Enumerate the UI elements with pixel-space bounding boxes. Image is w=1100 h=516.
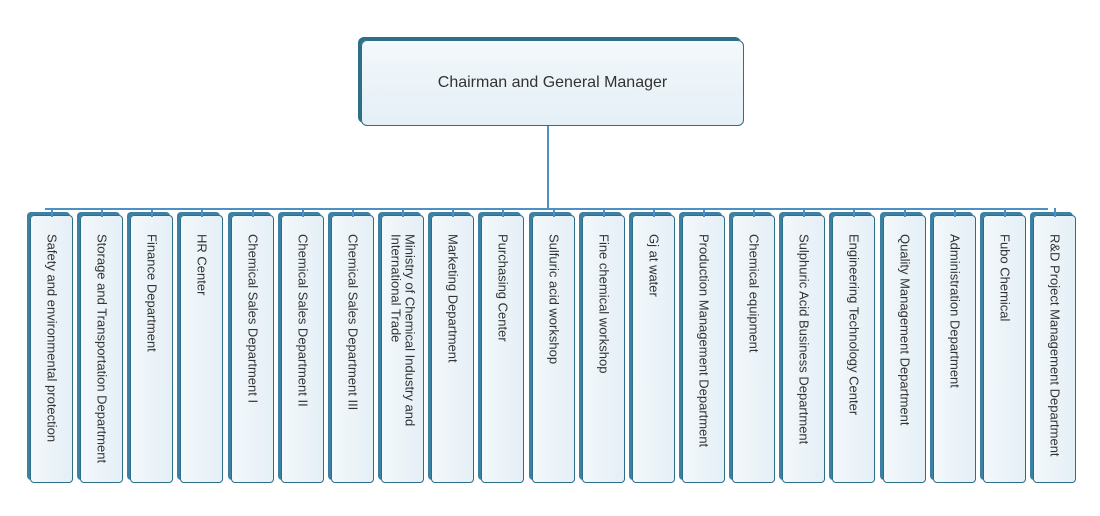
department-label: HR Center [194,234,210,296]
root-node-label: Chairman and General Manager [437,74,668,91]
department-node[interactable]: Purchasing Center [481,215,524,483]
department-connector [603,208,605,217]
department-node[interactable]: Fubo Chemical [983,215,1026,483]
department-connector [1054,208,1056,217]
department-connector [502,208,504,217]
department-node[interactable]: Gj at water [632,215,675,483]
department-node[interactable]: Chemical equipment [732,215,775,483]
department-node[interactable]: R&D Project Management Department [1033,215,1076,483]
department-node[interactable]: Sulphuric Acid Business Department [782,215,825,483]
department-label: Gj at water [646,234,662,297]
department-connector [1004,208,1006,217]
department-node[interactable]: Storage and Transportation Department [80,215,123,483]
department-connector [653,208,655,217]
department-label: Chemical Sales Department I [245,234,261,404]
department-node[interactable]: Production Management Department [682,215,725,483]
department-connector [352,208,354,217]
department-label: Sulphuric Acid Business Department [796,234,812,445]
department-connector [302,208,304,217]
department-node[interactable]: Ministry of Chemical Industry and Intern… [381,215,424,483]
department-label: Administration Department [947,234,963,388]
department-connector [51,208,53,217]
department-node[interactable]: Chemical Sales Department I [231,215,274,483]
department-connector [201,208,203,217]
department-connector [753,208,755,217]
department-connector [151,208,153,217]
department-connector [553,208,555,217]
root-node[interactable]: Chairman and General Manager [361,40,744,126]
department-label: Fubo Chemical [997,234,1013,322]
department-label: Chemical Sales Department II [295,234,311,407]
department-connector [452,208,454,217]
department-label: Purchasing Center [495,234,511,342]
department-node[interactable]: Quality Management Department [883,215,926,483]
department-label: Storage and Transportation Department [94,234,110,464]
department-label: Chemical Sales Department III [345,234,361,411]
trunk-connector [547,126,549,209]
department-connector [954,208,956,217]
department-node[interactable]: Fine chemical workshop [582,215,625,483]
department-connector [803,208,805,217]
department-node[interactable]: Chemical Sales Department III [331,215,374,483]
department-label: Safety and environmental protection [44,234,60,443]
department-connector [853,208,855,217]
department-connector [904,208,906,217]
department-label: Chemical equipment [746,234,762,353]
department-connector [402,208,404,217]
department-node[interactable]: Chemical Sales Department II [281,215,324,483]
department-label: Ministry of Chemical Industry and Intern… [388,234,418,427]
department-label: Fine chemical workshop [596,234,612,374]
department-label: R&D Project Management Department [1047,234,1063,457]
department-connector [703,208,705,217]
department-label: Marketing Department [445,234,461,363]
department-node[interactable]: Finance Department [130,215,173,483]
department-label: Engineering Technology Center [846,234,862,416]
department-node[interactable]: Administration Department [933,215,976,483]
department-node[interactable]: Engineering Technology Center [832,215,875,483]
department-node[interactable]: Safety and environmental protection [30,215,73,483]
horizontal-connector [45,208,1048,210]
department-label: Production Management Department [696,234,712,448]
department-connector [252,208,254,217]
department-label: Finance Department [144,234,160,352]
department-node[interactable]: HR Center [180,215,223,483]
department-connector [101,208,103,217]
department-label: Quality Management Department [897,234,913,426]
department-label: Sulfuric acid workshop [546,234,562,365]
department-node[interactable]: Marketing Department [431,215,474,483]
department-node[interactable]: Sulfuric acid workshop [532,215,575,483]
